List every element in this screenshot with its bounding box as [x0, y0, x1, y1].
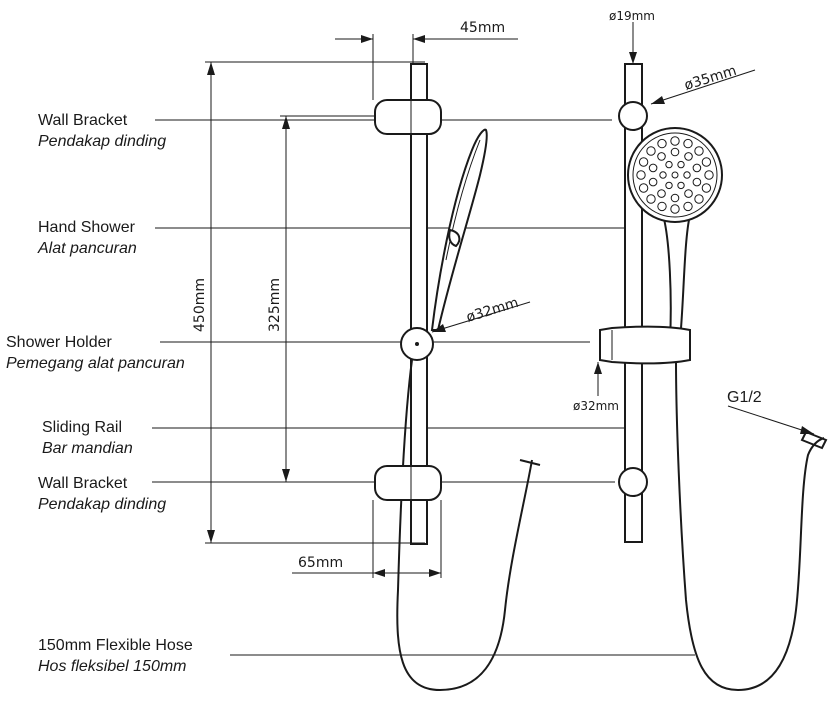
nozzle-center: [671, 171, 679, 179]
nozzle: [683, 171, 691, 179]
dim-450-arrow-top: [207, 62, 215, 75]
nozzle: [638, 183, 649, 193]
nozzle: [692, 163, 702, 173]
label-shower-holder-ms: Pemegang alat pancuran: [6, 355, 185, 372]
nozzle: [701, 183, 712, 193]
nozzle: [646, 146, 656, 156]
dim-bracket-arrow: [651, 96, 665, 104]
nozzle: [636, 170, 646, 180]
dim-holder-front-text: ø32mm: [573, 399, 619, 413]
side-dimensions: 45mm 450mm 325mm ø32mm 65mm: [192, 20, 531, 578]
dim-65-text: 65mm: [298, 555, 343, 571]
front-bracket-top: [618, 101, 648, 131]
nozzle: [677, 160, 685, 169]
dim-45-arrow-left: [361, 35, 373, 43]
nozzle: [683, 138, 693, 149]
label-hose-ms: Hos fleksibel 150mm: [38, 658, 187, 675]
label-hand-shower: Hand Shower: [38, 219, 136, 236]
nozzle: [694, 194, 704, 204]
front-hand-shower-face: [632, 132, 718, 218]
front-view: [599, 63, 828, 692]
dim-65-arrow-right: [429, 569, 441, 577]
side-rail: [410, 63, 428, 545]
dim-holder-side-leader: [431, 301, 531, 333]
label-sliding-rail: Sliding Rail: [42, 419, 122, 436]
label-hand-shower-ms: Alat pancuran: [37, 240, 137, 257]
label-sliding-rail-ms: Bar mandian: [42, 440, 133, 457]
side-holder-center: [415, 342, 419, 346]
front-hand-shower-handle: [661, 214, 692, 341]
dim-45-arrow-right: [413, 35, 425, 43]
nozzle: [659, 171, 667, 179]
nozzle: [665, 160, 673, 169]
side-bracket-bottom: [374, 465, 442, 501]
nozzle: [670, 204, 680, 214]
dim-holder-side-text: ø32mm: [464, 295, 520, 326]
dim-thread-arrow: [800, 426, 814, 434]
dim-thread-text: G1/2: [727, 389, 762, 406]
front-hand-shower-head: [627, 127, 723, 223]
front-dimensions: ø19mm ø35mm ø32mm G1/2: [573, 9, 815, 435]
nozzle: [684, 189, 693, 198]
dim-rail-text: ø19mm: [609, 9, 655, 23]
side-hand-shower: [430, 128, 488, 331]
front-hose-connector: [800, 430, 828, 450]
nozzle: [677, 181, 685, 190]
dim-450-arrow-bottom: [207, 530, 215, 543]
dim-thread-leader: [727, 405, 815, 435]
nozzle: [657, 138, 667, 149]
label-shower-holder: Shower Holder: [6, 334, 113, 351]
dim-holder-front-arrow: [594, 362, 602, 374]
label-wall-bracket-bottom: Wall Bracket: [38, 475, 128, 492]
label-wall-bracket-top: Wall Bracket: [38, 112, 128, 129]
dim-325-arrow-top: [282, 116, 290, 129]
dim-bracket-leader: [650, 69, 756, 105]
label-hose: 150mm Flexible Hose: [38, 637, 193, 654]
nozzle: [692, 177, 702, 187]
nozzle: [638, 157, 649, 167]
side-hand-shower-button: [448, 228, 461, 248]
dim-bracket-text: ø35mm: [682, 63, 738, 94]
nozzle: [646, 194, 656, 204]
nozzle: [648, 163, 658, 173]
dim-450-text: 450mm: [192, 278, 208, 332]
nozzle: [694, 146, 704, 156]
nozzle: [657, 189, 666, 198]
side-hand-shower-edge: [445, 139, 481, 261]
front-bracket-bottom: [618, 467, 648, 497]
dim-rail-arrow: [629, 52, 637, 64]
front-hose: [675, 359, 825, 692]
front-holder: [599, 325, 691, 365]
side-view: [374, 63, 541, 692]
dim-45-text: 45mm: [460, 20, 505, 36]
nozzle: [701, 157, 712, 167]
nozzle: [704, 170, 714, 180]
nozzle: [670, 147, 680, 157]
nozzle: [684, 152, 693, 161]
nozzle: [657, 201, 667, 212]
nozzle: [648, 177, 658, 187]
side-hose-end: [519, 459, 541, 466]
nozzle: [657, 152, 666, 161]
label-wall-bracket-bottom-ms: Pendakap dinding: [38, 496, 166, 513]
nozzle: [665, 181, 673, 190]
dim-325-arrow-bottom: [282, 469, 290, 482]
side-bracket-top: [374, 99, 442, 135]
dim-65-arrow-left: [373, 569, 385, 577]
nozzle: [670, 136, 680, 146]
label-wall-bracket-top-ms: Pendakap dinding: [38, 133, 166, 150]
dim-325-text: 325mm: [267, 278, 283, 332]
front-hand-shower-nozzles: [636, 136, 714, 214]
nozzle: [670, 193, 680, 203]
dim-holder-side-arrow: [432, 324, 446, 332]
nozzle: [683, 201, 693, 212]
